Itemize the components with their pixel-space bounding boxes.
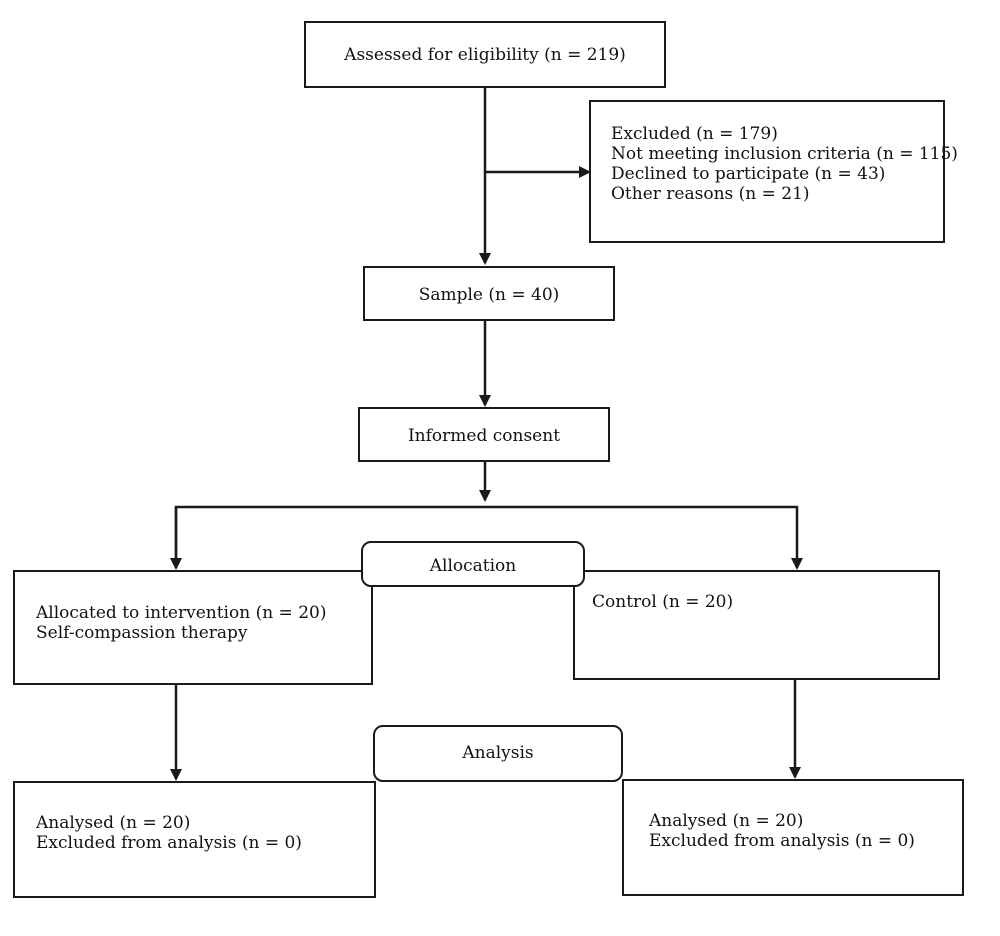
analysis-right-line-2: Excluded from analysis (n = 0) bbox=[649, 831, 915, 851]
allocation-label: Allocation bbox=[429, 556, 517, 576]
excluded-line-3: Declined to participate (n = 43) bbox=[611, 164, 886, 184]
excluded-line-2: Not meeting inclusion criteria (n = 115) bbox=[611, 144, 958, 164]
analysis-left-line-2: Excluded from analysis (n = 0) bbox=[36, 833, 302, 853]
analysis-right-line-1: Analysed (n = 20) bbox=[649, 811, 804, 831]
analysis-right-box: Analysed (n = 20) Excluded from analysis… bbox=[622, 779, 964, 896]
intervention-box: Allocated to intervention (n = 20) Self-… bbox=[13, 570, 373, 685]
excluded-line-1: Excluded (n = 179) bbox=[611, 124, 778, 144]
analysis-box: Analysis bbox=[373, 725, 623, 782]
analysis-left-box: Analysed (n = 20) Excluded from analysis… bbox=[13, 781, 376, 898]
excluded-line-4: Other reasons (n = 21) bbox=[611, 184, 810, 204]
allocation-box: Allocation bbox=[361, 541, 585, 587]
sample-box: Sample (n = 40) bbox=[363, 266, 615, 321]
intervention-line-2: Self-compassion therapy bbox=[36, 623, 248, 643]
consent-box: Informed consent bbox=[358, 407, 610, 462]
intervention-line-1: Allocated to intervention (n = 20) bbox=[36, 603, 327, 623]
excluded-box: Excluded (n = 179) Not meeting inclusion… bbox=[589, 100, 958, 243]
control-box: Control (n = 20) bbox=[573, 570, 940, 680]
assessed-label: Assessed for eligibility (n = 219) bbox=[344, 45, 626, 65]
control-label: Control (n = 20) bbox=[592, 592, 734, 612]
analysis-left-line-1: Analysed (n = 20) bbox=[36, 813, 191, 833]
analysis-label: Analysis bbox=[462, 743, 534, 763]
sample-label: Sample (n = 40) bbox=[418, 285, 560, 305]
assessed-box: Assessed for eligibility (n = 219) bbox=[304, 21, 666, 88]
consent-label: Informed consent bbox=[407, 426, 561, 446]
